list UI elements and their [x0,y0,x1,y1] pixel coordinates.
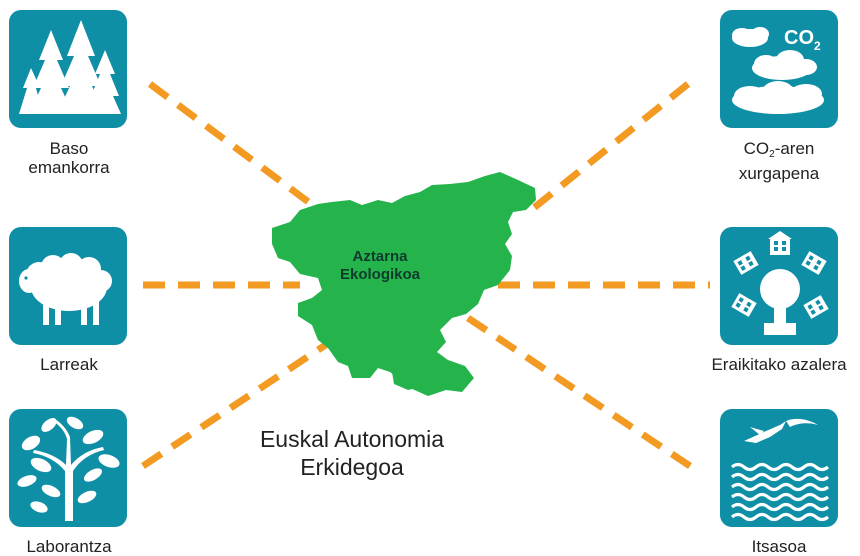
pasture-label: Larreak [40,355,98,374]
region-label-line2: Erkidegoa [300,454,404,480]
built-area-tile [720,227,838,345]
sea-icon [730,418,830,522]
co2-label-suffix: -aren [774,139,815,158]
forest-tile [9,10,127,128]
crops-label: Laborantza [26,537,112,556]
sea-tile [720,409,838,527]
crops-tile [9,409,127,527]
map-label-line2: Ekologikoa [339,266,421,283]
built-area-label: Eraikitako azalera [711,355,847,374]
forest-label: Baso emankorra [0,139,169,177]
region-label-line1: Euskal Autonomia [259,426,445,452]
co2-tile: CO2 [720,10,838,128]
connector-sea [466,315,692,469]
co2-clouds-icon: CO2 [732,27,824,114]
co2-icon-subscript: 2 [814,39,821,53]
co2-label-subscript: 2 [769,149,775,160]
built-area-icon [731,231,829,335]
co2-label-prefix: CO [743,139,770,158]
sea-label: Itsasoa [751,537,807,556]
sheep-icon [19,253,112,325]
pasture-tile [9,227,127,345]
forest-label-line1: Baso [49,139,89,158]
co2-label-line1: CO2-aren [679,139,860,164]
co2-label: CO2-aren xurgapena [679,139,860,183]
connector-co2 [522,81,691,218]
basque-country-map [272,172,536,396]
co2-label-line2: xurgapena [738,164,820,183]
map-label: Aztarna Ekologikoa [310,248,450,284]
svg-text:CO2: CO2 [784,27,821,53]
connector-forest [147,81,333,221]
region-label: Euskal Autonomia Erkidegoa [212,425,492,481]
forest-icon [19,20,121,114]
plant-icon [17,416,120,521]
map-label-line1: Aztarna [352,248,408,265]
forest-label-line2: emankorra [28,158,110,177]
co2-icon-text: CO [784,27,814,49]
connector-crops [141,335,338,469]
